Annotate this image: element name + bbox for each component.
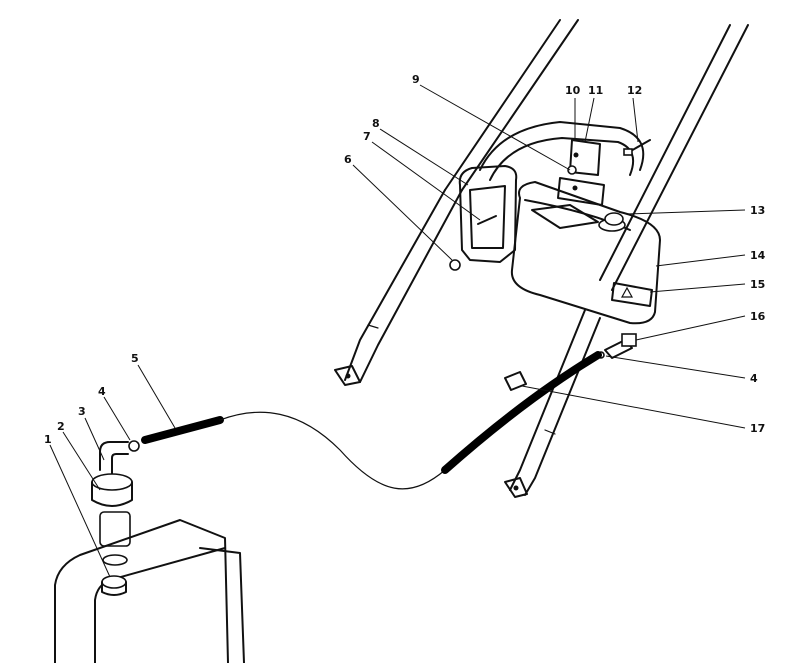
- callout-12: 12: [627, 84, 642, 97]
- leader-lines: [49, 84, 746, 578]
- callout-1: 1: [44, 433, 52, 446]
- callout-17: 17: [750, 422, 765, 435]
- fuel-filter: [91, 473, 133, 566]
- callout-14: 14: [750, 249, 766, 262]
- fuel-tank: [510, 181, 661, 325]
- callout-4-left: 4: [98, 385, 106, 398]
- callout-labels: 1 2 3 4 5 6 7 8 9 10 11 12 13 14 15 16 4…: [44, 73, 766, 446]
- callout-2: 2: [57, 420, 65, 433]
- handle-assembly: [334, 19, 749, 498]
- callout-7: 7: [363, 130, 371, 143]
- engine-fuel-tank: [54, 519, 245, 663]
- callout-8: 8: [372, 117, 380, 130]
- callout-11: 11: [588, 84, 603, 97]
- callout-5: 5: [131, 352, 139, 365]
- callout-10: 10: [565, 84, 581, 97]
- clamp-bracket: [557, 139, 605, 206]
- hose-clip: [504, 371, 527, 391]
- fasteners: [449, 139, 651, 271]
- fuel-tank-bracket: [458, 165, 518, 263]
- callout-3: 3: [78, 405, 86, 418]
- callout-6: 6: [344, 153, 352, 166]
- tank-fitting: [597, 333, 637, 359]
- callout-15: 15: [750, 278, 765, 291]
- callout-9: 9: [412, 73, 420, 86]
- callout-13: 13: [750, 204, 765, 217]
- callout-4-right: 4: [750, 372, 758, 385]
- elbow-fitting: [99, 440, 140, 479]
- callout-16: 16: [750, 310, 766, 323]
- fuel-line: [141, 351, 602, 490]
